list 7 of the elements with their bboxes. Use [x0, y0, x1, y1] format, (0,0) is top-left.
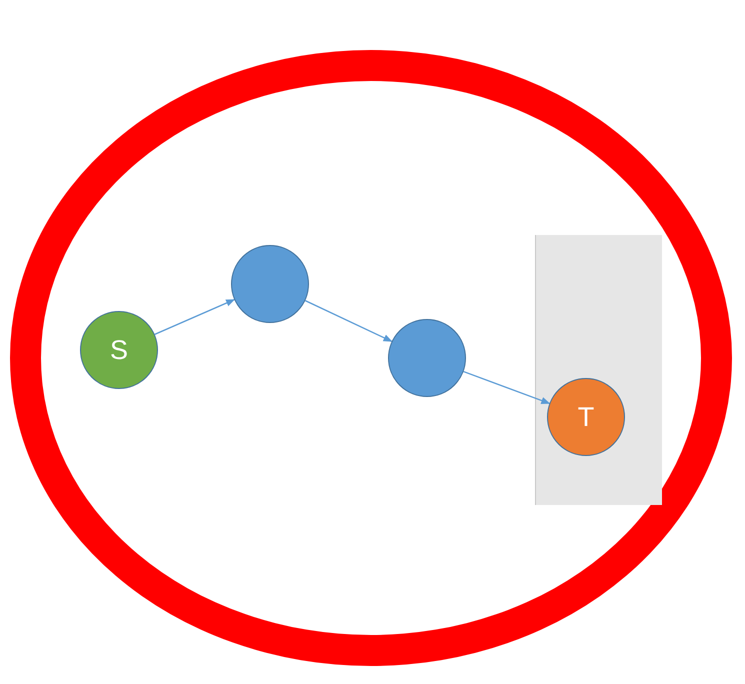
- node-label: S: [110, 336, 128, 364]
- shaded-panel: [535, 235, 662, 505]
- node-label: T: [578, 404, 594, 430]
- arrow: [463, 370, 550, 404]
- ellipse-outline: [10, 50, 732, 666]
- arrow: [154, 299, 236, 335]
- arrow: [305, 300, 393, 342]
